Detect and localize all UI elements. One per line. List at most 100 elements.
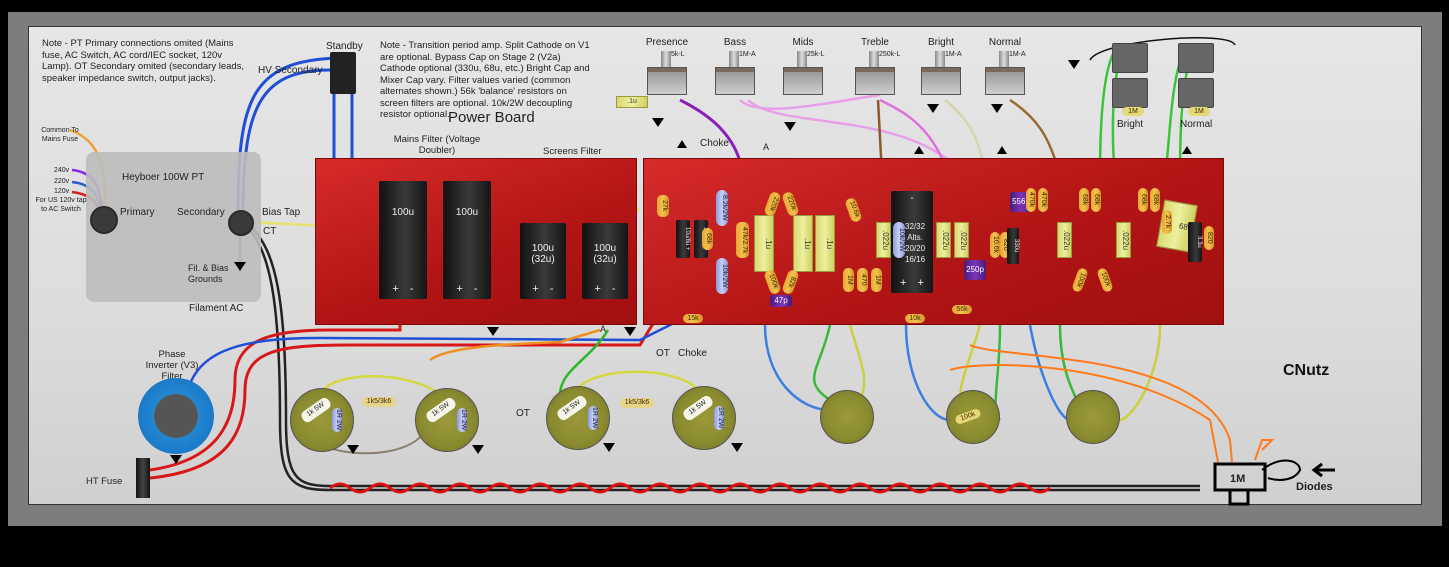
note-center: Note - Transition period amp. Split Cath… [380, 40, 590, 120]
jack-black-wire [1089, 37, 1236, 61]
diode-sketch [1261, 459, 1302, 481]
mains-cap-1: 100u+ - [379, 181, 427, 299]
ground-arrow-icon [347, 445, 359, 454]
ht-red-wire [149, 315, 402, 472]
ground-arrow-icon [170, 455, 182, 464]
ground-arrow-icon [1068, 60, 1080, 69]
ht-fuse [136, 458, 150, 498]
resistor: 470 [857, 268, 868, 292]
standby-switch[interactable] [330, 52, 356, 94]
ground-arrow-icon [731, 443, 743, 452]
ground-arrow-icon [603, 443, 615, 452]
up-arrow-icon [997, 146, 1007, 154]
film-cap: .022u [954, 222, 969, 258]
cathode-resistor: 1R 2W [332, 408, 342, 432]
resistor: 1M [871, 268, 882, 292]
diode-arrow [1311, 462, 1335, 478]
resistor: 68k [702, 228, 713, 250]
jack-normal-top[interactable] [1178, 43, 1214, 73]
resistor: 56k [952, 305, 972, 314]
electrolytic-cap: 330u [1007, 228, 1019, 264]
diodes-label: Diodes [1296, 481, 1333, 493]
secondary-terminal [228, 210, 254, 236]
ground-arrow-icon [487, 327, 499, 336]
filament-ac-wire [245, 225, 1200, 492]
note-left: Note - PT Primary connections omited (Ma… [42, 38, 245, 84]
film-cap: .022u [1116, 222, 1131, 258]
screen-cap-1: 100u(32u)+ - [520, 223, 566, 299]
resistor: 27k [657, 195, 669, 217]
jack-normal[interactable] [1178, 78, 1214, 108]
jack-bright-resistor: 1M [1122, 107, 1144, 116]
author-signature: CNutz [1283, 362, 1330, 379]
filament-ac-wire [249, 225, 1200, 488]
ht-red-wire [149, 311, 662, 480]
decoupling-resistor: 10k/2W [716, 258, 728, 294]
preamp-blue-wire [1028, 324, 1071, 422]
jack-bright-label: Bright [1117, 119, 1144, 130]
up-arrow-icon [1182, 146, 1192, 154]
tone-pink-wire [747, 99, 961, 171]
cap-250p: 250p [964, 260, 986, 280]
tone-pink-wire [739, 93, 881, 110]
resistor: 820 [1204, 226, 1214, 250]
cathode-resistor: 1R 2W [714, 406, 724, 430]
screen-cap-2: 100u(32u)+ - [582, 223, 628, 299]
screen-green-wire [558, 329, 610, 396]
heater-red-wire [329, 482, 1051, 494]
film-cap: .022u [1057, 222, 1072, 258]
preamp-tube-socket [820, 390, 874, 444]
resistor: 1M [843, 268, 854, 292]
phase-inverter-cap-top [154, 394, 198, 438]
film-cap: .022u [936, 222, 951, 258]
ot-orange-wire [429, 328, 601, 362]
up-arrow-icon [677, 140, 687, 148]
jack-bright-top[interactable] [1112, 43, 1148, 73]
tap-120-label: 120v [54, 188, 70, 195]
preamp-tube-socket [1066, 390, 1120, 444]
ct-label: CT [263, 226, 277, 237]
preamp-green-wire [812, 324, 832, 402]
resistor: 68k [1138, 188, 1148, 212]
cathode-resistor: 1R 2W [457, 408, 467, 432]
cathode-resistor: 1R 2W [588, 406, 598, 430]
standby-label: Standby [326, 41, 363, 52]
electrolytic-cap: 3.3u [1188, 222, 1202, 262]
resistor: 470k [1026, 188, 1036, 212]
ot-label: OT [656, 348, 670, 359]
film-cap: .1u [754, 215, 774, 272]
link-resistor: 1k5/3k6 [620, 398, 654, 408]
annotation-stand [1228, 488, 1250, 506]
link-resistor: 1k5/3k6 [362, 397, 396, 407]
preamp-yellow-wire [848, 324, 866, 401]
resistor: 10.6k [990, 232, 1000, 258]
mains-filter-label: Mains Filter (Voltage Doubler) [393, 134, 481, 156]
up-arrow-icon [914, 146, 924, 154]
resistor: 15k [683, 314, 703, 323]
preamp-yellow-wire [958, 324, 982, 401]
annotation-orange-wire [949, 364, 1219, 463]
resistor: 2.7k [1162, 210, 1172, 234]
pt-title: Heyboer 100W PT [122, 172, 205, 183]
jack-bright[interactable] [1112, 78, 1148, 108]
annotation-orange-wire [1254, 439, 1275, 461]
bias-tap-label: Bias Tap [262, 207, 301, 218]
film-cap: .1u [815, 215, 835, 272]
resistor: 10k [905, 314, 925, 323]
power-board-title: Power Board [448, 109, 535, 126]
resistor: 68k [1091, 188, 1101, 212]
tap-240-label: 240v [54, 167, 70, 174]
main-board [643, 158, 1224, 325]
a-bottom-label: A [600, 324, 607, 334]
presence-cap: .1u [616, 96, 648, 108]
ground-arrow-icon [991, 104, 1003, 113]
grounds-label: Fil. & Bias Grounds [188, 263, 229, 284]
primary-label: Primary [120, 207, 155, 218]
phase-inverter-label: Phase Inverter (V3) Filter [145, 349, 199, 382]
filament-label: Filament AC [189, 303, 244, 314]
jack-normal-label: Normal [1180, 119, 1213, 130]
electrolytic-cap: 10u/8u + [676, 220, 690, 258]
secondary-label: Secondary [177, 207, 225, 218]
preamp-blue-wire [763, 324, 831, 412]
